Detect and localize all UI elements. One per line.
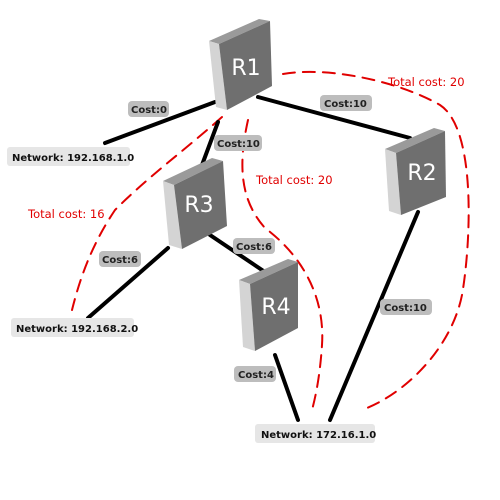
link-r3-net2 <box>86 246 170 320</box>
total-cost-via-r3-r4: Total cost: 20 <box>255 173 333 187</box>
cost-badge-r3-r4: Cost:6 <box>233 238 275 254</box>
router-label: R4 <box>261 295 290 320</box>
cost-label: Cost:10 <box>324 99 367 110</box>
path-via-r2 <box>282 70 470 409</box>
router-r2: R2 <box>385 128 446 215</box>
path-to-net2 <box>71 116 223 311</box>
router-label: R1 <box>231 56 260 81</box>
network-label: Network: 192.168.2.0 <box>16 324 138 335</box>
cost-label: Cost:10 <box>217 139 260 150</box>
total-cost-via-r2: Total cost: 20 <box>387 75 465 89</box>
cost-label: Cost:6 <box>102 255 138 266</box>
link-r4-net3 <box>273 353 300 422</box>
link-r1-r2 <box>256 95 412 140</box>
cost-badge-r1-r2: Cost:10 <box>320 95 372 111</box>
cost-label: Cost:6 <box>236 242 272 253</box>
link-r2-net3 <box>328 210 420 422</box>
cost-badge-r4-net3: Cost:4 <box>234 366 276 382</box>
total-cost-to-net2: Total cost: 16 <box>27 207 105 221</box>
cost-label: Cost:10 <box>384 303 427 314</box>
cost-badge-r1-net1: Cost:0 <box>128 101 169 117</box>
network-label: Network: 172.16.1.0 <box>261 430 376 441</box>
link-r1-r3 <box>200 120 220 167</box>
network-box-192-168-2-0: Network: 192.168.2.0 <box>11 318 138 337</box>
router-r1: R1 <box>209 19 272 110</box>
router-label: R2 <box>407 161 436 186</box>
router-r4: R4 <box>239 259 298 351</box>
network-label: Network: 192.168.1.0 <box>12 153 134 164</box>
cost-label: Cost:0 <box>131 105 167 116</box>
cost-label: Cost:4 <box>238 370 274 381</box>
network-box-192-168-1-0: Network: 192.168.1.0 <box>7 147 134 166</box>
router-label: R3 <box>184 193 213 218</box>
network-box-172-16-1-0: Network: 172.16.1.0 <box>255 424 376 443</box>
cost-badge-r1-r3: Cost:10 <box>214 135 262 151</box>
router-r3: R3 <box>163 158 227 249</box>
path-via-r3-r4 <box>241 119 324 411</box>
cost-badge-r2-net3: Cost:10 <box>380 299 432 315</box>
link-r1-net1 <box>103 100 217 145</box>
cost-badge-r3-net2: Cost:6 <box>99 251 141 267</box>
